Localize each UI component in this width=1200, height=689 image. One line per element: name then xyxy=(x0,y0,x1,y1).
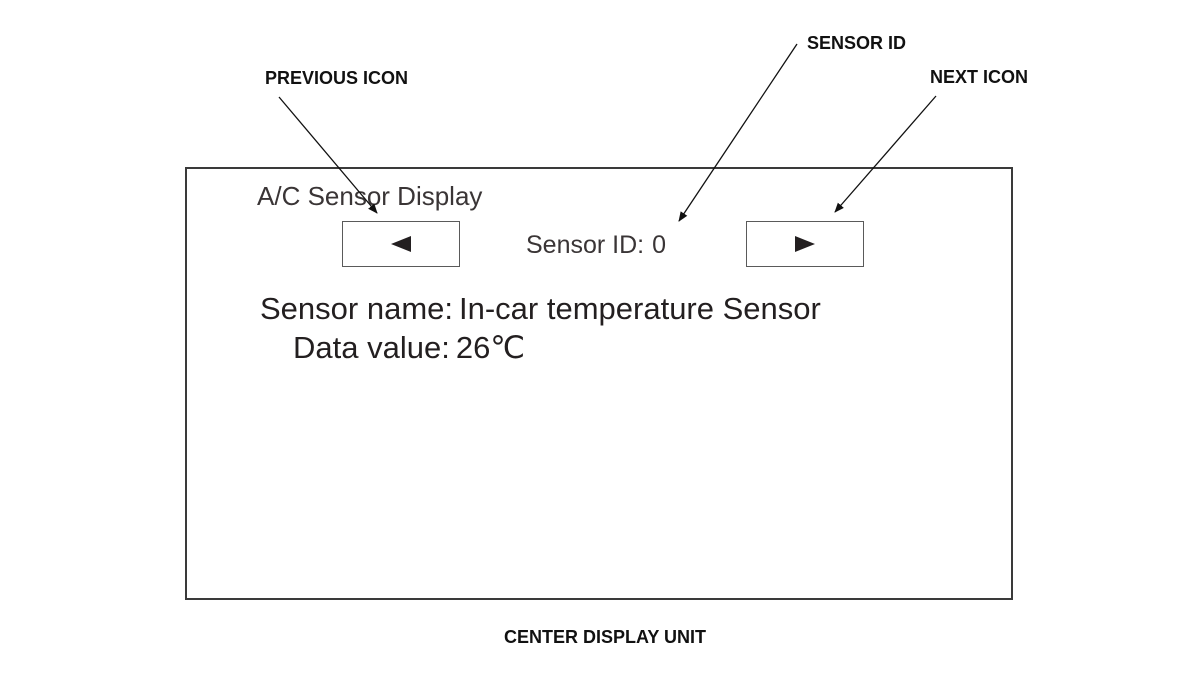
right-triangle-icon xyxy=(795,236,815,252)
center-display-unit-label: CENTER DISPLAY UNIT xyxy=(504,627,707,647)
data-value-label: Data value: xyxy=(293,330,450,365)
sensor-name-value: In-car temperature Sensor xyxy=(459,291,821,326)
left-triangle-icon xyxy=(391,236,411,252)
previous-button[interactable] xyxy=(342,221,460,267)
sensor-id-display: Sensor ID:0 xyxy=(526,233,666,258)
screen-title: A/C Sensor Display xyxy=(257,181,483,211)
next-button[interactable] xyxy=(746,221,864,267)
center-display-screen: A/C Sensor Display Sensor ID:0 Sensor na… xyxy=(185,167,1013,600)
sensor-name-label: Sensor name: xyxy=(260,291,453,326)
sensor-name-row: Sensor name:In-car temperature Sensor xyxy=(260,293,821,324)
data-value-value: 26℃ xyxy=(455,330,526,365)
sensor-id-label: Sensor ID: xyxy=(526,231,645,259)
sensor-id-callout: SENSOR ID xyxy=(807,33,907,53)
next-icon-callout: NEXT ICON xyxy=(930,67,1029,87)
previous-icon-callout: PREVIOUS ICON xyxy=(265,68,409,88)
data-value-row: Data value:26℃ xyxy=(293,332,525,363)
sensor-id-value: 0 xyxy=(652,231,667,259)
